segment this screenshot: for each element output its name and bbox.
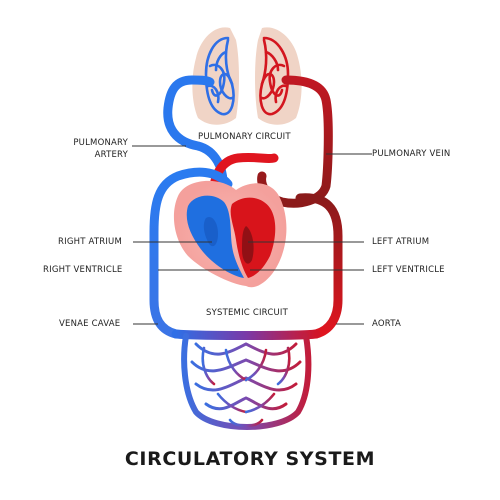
left-lung-background (192, 27, 239, 125)
label-aorta: AORTA (372, 319, 401, 329)
aorta-vessel (295, 193, 343, 339)
venae-cavae-vessel (149, 167, 233, 339)
heart (173, 180, 287, 288)
right-heart-inner (203, 216, 218, 247)
pulmonary-artery-vessel (163, 75, 228, 195)
label-pulmonary-circuit: PULMONARY CIRCUIT (198, 132, 291, 142)
label-left-ventricle: LEFT VENTRICLE (372, 265, 445, 275)
right-lung-vessels (259, 36, 290, 116)
left-heart-chambers (230, 197, 276, 278)
left-heart-inner (242, 226, 254, 264)
aortic-arch-vessel (209, 152, 279, 203)
label-pulmonary-vein: PULMONARY VEIN (372, 149, 451, 159)
leader-lines (132, 145, 372, 325)
label-pulmonary-artery: PULMONARY ARTERY (73, 138, 128, 160)
systemic-capillary-bed (171, 329, 321, 430)
label-systemic-circuit: SYSTEMIC CIRCUIT (206, 308, 289, 318)
label-left-atrium: LEFT ATRIUM (372, 237, 430, 247)
label-right-ventricle: RIGHT VENTRICLE (43, 265, 123, 275)
label-right-atrium: RIGHT ATRIUM (58, 237, 123, 247)
label-venae-cavae: VENAE CAVAE (59, 319, 121, 329)
diagram-title: CIRCULATORY SYSTEM (124, 448, 376, 470)
lungs (192, 27, 302, 125)
